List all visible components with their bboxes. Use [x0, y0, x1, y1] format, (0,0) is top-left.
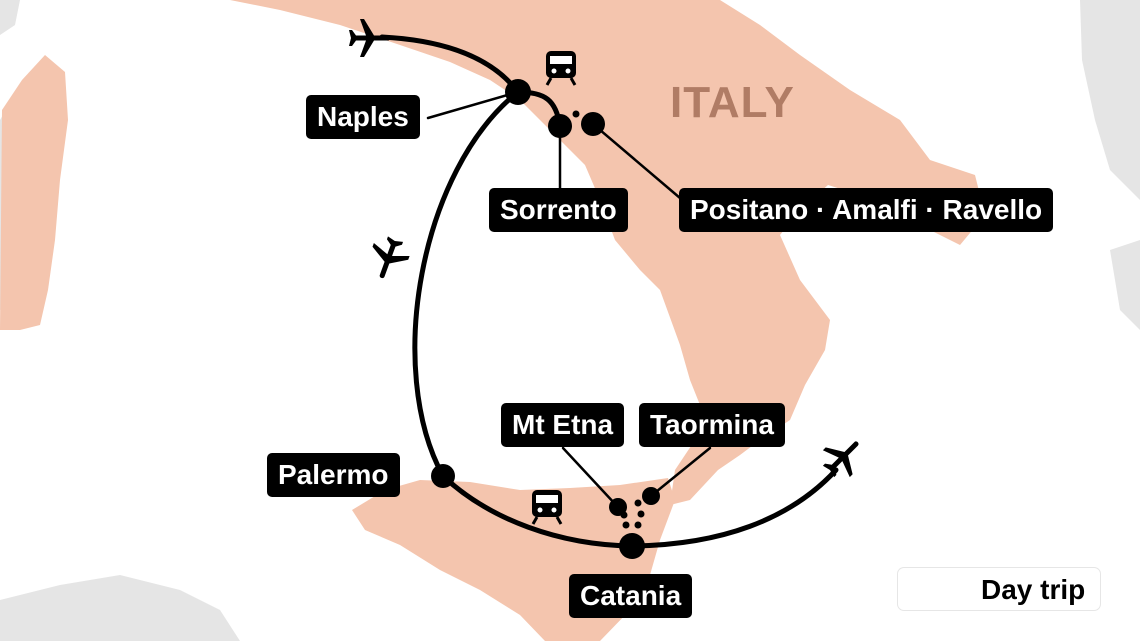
label-amalfi-coast: Positano · Amalfi · Ravello — [679, 188, 1054, 232]
train-icon — [531, 490, 563, 525]
leader-naples — [426, 90, 520, 120]
airplane-icon — [822, 441, 859, 478]
label-mt-etna: Mt Etna — [501, 403, 625, 447]
label-catania: Catania — [569, 574, 693, 618]
train-icon — [545, 51, 577, 86]
label-palermo: Palermo — [267, 453, 400, 497]
legend: Day trip — [898, 568, 1100, 610]
sardinia-land — [0, 55, 68, 330]
label-taormina: Taormina — [639, 403, 785, 447]
label-naples: Naples — [306, 95, 420, 139]
airplane-icon — [349, 19, 391, 57]
flight-route-arrival — [379, 34, 521, 95]
leader-taormina — [649, 446, 712, 498]
train-route-palermo-catania — [440, 473, 635, 549]
stop-taormina — [642, 487, 660, 505]
legend-label: Day trip — [981, 574, 1086, 605]
stop-amalfi-coast — [581, 112, 605, 136]
flight-route-departure — [629, 467, 839, 549]
stop-catania — [619, 533, 645, 559]
airplane-icon — [372, 236, 410, 279]
country-label: ITALY — [670, 78, 795, 127]
leader-mt-etna — [561, 446, 618, 507]
stop-naples — [505, 79, 531, 105]
stop-markers — [431, 79, 660, 559]
italy-mainland — [230, 0, 985, 505]
leader-amalfi — [591, 122, 682, 200]
stop-palermo — [431, 464, 455, 488]
stop-mt-etna — [609, 498, 627, 516]
flight-route-naples-palermo — [412, 89, 521, 479]
stop-sorrento — [548, 114, 572, 138]
label-sorrento: Sorrento — [489, 188, 628, 232]
